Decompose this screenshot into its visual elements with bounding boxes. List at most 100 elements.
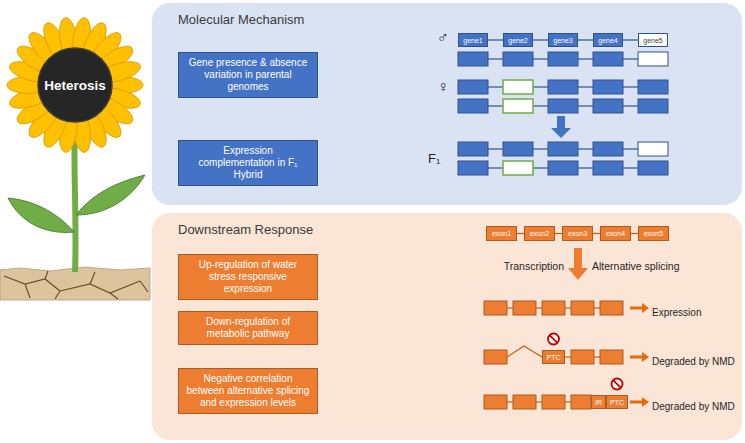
connector <box>517 233 524 234</box>
chromosome-line <box>578 148 593 149</box>
exon-block <box>542 301 565 315</box>
heterosis-circle: Heterosis <box>37 47 113 123</box>
gene-block <box>503 142 533 156</box>
exon-block <box>484 350 507 364</box>
chromosome-line <box>533 58 548 59</box>
gene-block <box>638 80 668 94</box>
connector <box>593 233 600 234</box>
ir-box: IR <box>591 395 606 409</box>
panel-heading: Downstream Response <box>178 222 313 237</box>
exon-label: exon2 <box>530 230 549 237</box>
intron-line <box>536 401 542 402</box>
gene-block <box>593 99 623 113</box>
sex-symbol-holder: ♀ <box>437 78 449 96</box>
box-text: Negative correlation between alternative… <box>185 373 311 409</box>
exon-box: exon3 <box>562 226 593 241</box>
gene-block <box>593 80 623 94</box>
chromosome-line <box>533 148 548 149</box>
connector <box>488 39 503 40</box>
exon-block <box>513 301 536 315</box>
chromosome-line <box>578 167 593 168</box>
sex-symbol-holder: ♂ <box>437 29 449 47</box>
intron-line <box>565 356 571 357</box>
step-label-holder: Transcription <box>504 256 564 274</box>
connector <box>623 39 638 40</box>
gene-block <box>503 52 533 66</box>
exon-block <box>571 301 594 315</box>
gene-block <box>458 99 488 113</box>
chromosome-line <box>578 58 593 59</box>
gene-block <box>458 52 488 66</box>
stop-sign-bar <box>550 335 558 343</box>
stop-sign <box>612 379 623 390</box>
intron-line <box>507 401 513 402</box>
generation-label: F₁ <box>428 151 440 166</box>
exon-box: exon5 <box>638 226 669 241</box>
gene-box: gene2 <box>503 33 533 47</box>
sex-symbol: ♀ <box>437 78 449 95</box>
intron-line <box>594 356 600 357</box>
exon-block <box>600 301 623 315</box>
gene-block <box>548 142 578 156</box>
leaf <box>8 198 74 232</box>
chromosome-line <box>623 86 638 87</box>
stop-sign-bar <box>613 380 621 388</box>
gene-box: gene3 <box>548 33 578 47</box>
exon-label: exon4 <box>606 230 625 237</box>
gene-block <box>593 142 623 156</box>
chromosome-line <box>533 105 548 106</box>
chromosome-line <box>533 167 548 168</box>
step-label-holder: Alternative splicing <box>592 256 680 274</box>
exon-block <box>542 395 565 409</box>
gene-block <box>638 99 668 113</box>
outcome-label: Degraded by NMD <box>652 401 735 412</box>
response-box: Up-regulation of water stress responsive… <box>178 254 318 300</box>
flower-center <box>38 48 112 122</box>
step-label: Transcription <box>504 260 564 272</box>
exon-box: exon1 <box>486 226 517 241</box>
outcome-label: Expression <box>652 307 701 318</box>
box-text: Down-regulation of metabolic pathway <box>185 316 311 340</box>
ptc-label: PTC <box>547 354 561 361</box>
soil-crack <box>4 271 148 299</box>
intron-line <box>565 401 571 402</box>
gene-block <box>458 142 488 156</box>
chromosome-line <box>623 167 638 168</box>
gene-block <box>458 161 488 175</box>
gene-block <box>638 52 668 66</box>
gene-block <box>503 80 533 94</box>
outcome-label-holder: Degraded by NMD <box>652 396 735 414</box>
intron-line <box>565 307 571 308</box>
chromosome-line <box>488 58 503 59</box>
gene-block <box>593 161 623 175</box>
outcome-label-holder: Degraded by NMD <box>652 351 735 369</box>
exon-block <box>600 350 623 364</box>
gene-label: gene3 <box>553 37 572 44</box>
intron-line <box>594 307 600 308</box>
stop-sign <box>548 334 559 345</box>
ptc-box: PTC <box>542 350 565 364</box>
box-text: Gene presence & absence variation in par… <box>185 57 311 93</box>
exon-block <box>571 350 594 364</box>
ptc-label: PTC <box>610 399 624 406</box>
box-text: Expression complementation in F₁ Hybrid <box>185 145 311 181</box>
exon-label: exon3 <box>568 230 587 237</box>
connector <box>555 233 562 234</box>
sex-symbol: ♂ <box>437 29 449 46</box>
exon-block <box>571 395 591 409</box>
chromosome-line <box>488 86 503 87</box>
gene-block <box>638 161 668 175</box>
mechanism-box: Expression complementation in F₁ Hybrid <box>178 140 318 186</box>
gene-box: gene5 <box>638 33 668 47</box>
gene-box: gene1 <box>458 33 488 47</box>
chromosome-line <box>623 148 638 149</box>
gene-label: gene5 <box>643 37 662 44</box>
exon-block <box>484 301 507 315</box>
chromosome-line <box>623 58 638 59</box>
outcome-label-holder: Expression <box>652 302 701 320</box>
gene-block <box>503 161 533 175</box>
gene-label: gene1 <box>463 37 482 44</box>
step-label: Alternative splicing <box>592 260 680 272</box>
